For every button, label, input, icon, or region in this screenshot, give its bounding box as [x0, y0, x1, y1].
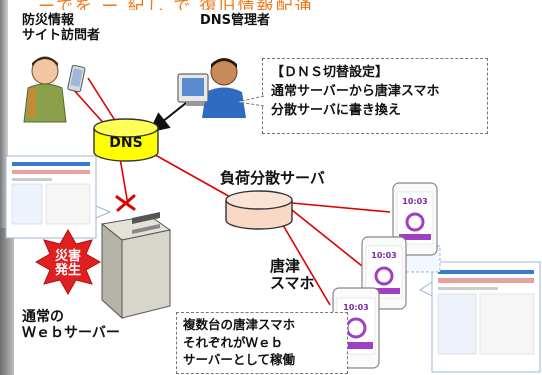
website-thumbnail-left: [5, 155, 112, 239]
smartphone-1: [392, 182, 438, 256]
dns-server-cylinder: [93, 118, 159, 162]
phone-1-time: 10:03: [402, 197, 428, 206]
dns-switch-note: 【ＤＮＳ切替設定】 通常サーバーから唐津スマホ 分散サーバに書き換え: [262, 58, 488, 134]
disaster-badge: 災害 発生: [54, 249, 81, 278]
cut-mark-icon: [115, 194, 136, 212]
link-dns-lb: [149, 151, 233, 199]
dns-note-pointer: [237, 95, 265, 107]
link-dns-server: [119, 157, 129, 206]
link-visitor-dns-2: [87, 77, 117, 123]
phone-2-time: 10:03: [371, 251, 397, 260]
load-balancer-cylinder: [225, 190, 293, 230]
visitor-person-icon: [23, 56, 86, 123]
admin-label: DNS管理者: [200, 13, 271, 28]
normal-web-server-icon: [100, 211, 172, 320]
disaster-badge-burst: [34, 228, 102, 296]
page-title-text: ーでを ー 紀し で 復旧情報配通: [38, 0, 314, 10]
admin-person-icon: [177, 58, 246, 118]
left-photo-edge: [0, 228, 14, 375]
link-lb-phone1: [291, 202, 391, 213]
normal-server-label: 通常の Ｗｅｂサーバー: [22, 309, 120, 342]
link-lb-phone2: [291, 209, 363, 267]
website-thumbnail-right: [401, 245, 541, 373]
dns-label: DNS: [109, 135, 143, 151]
link-lb-phone3: [279, 219, 331, 306]
visitor-label: 防災情報 サイト訪問者: [22, 13, 101, 43]
page-title: ーでを ー 紀し で 復旧情報配通: [0, 0, 542, 10]
karatsu-smartphone-label: 唐津 スマホ: [270, 257, 315, 293]
phone-3-time: 10:03: [343, 303, 369, 312]
left-image-edge: [0, 0, 8, 375]
load-balancer-label: 負荷分散サーバ: [220, 169, 325, 187]
phones-server-note: 複数台の唐津スマホ それぞれがＷｅｂ サーバーとして稼働: [176, 312, 348, 374]
